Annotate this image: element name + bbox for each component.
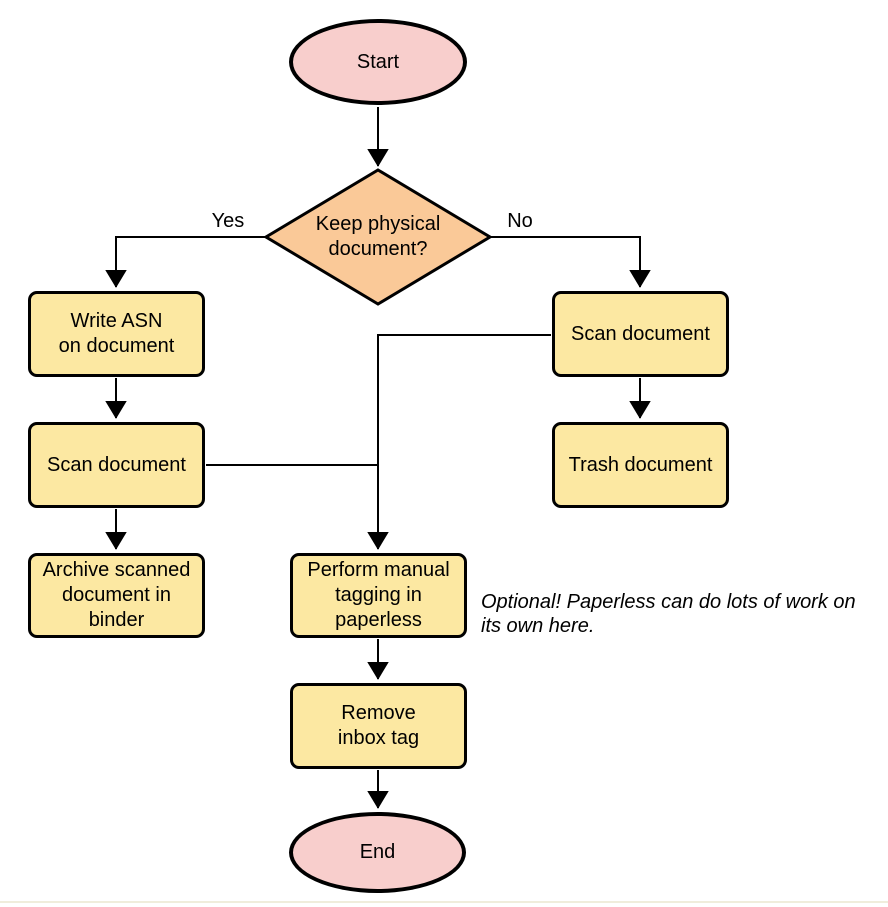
node-end: End [289,812,466,893]
edge-decision-no-to-scan-right [490,236,651,288]
node-decision-label: Keep physical document? [315,213,441,260]
node-scan-document-left: Scan document [28,422,205,508]
node-manual-tagging: Perform manual tagging in paperless [290,553,467,638]
node-write-asn-label: Write ASN on document [58,310,175,357]
node-start: Start [289,19,467,105]
node-remove-inbox-tag: Remove inbox tag [290,683,467,769]
node-scan-document-right: Scan document [552,291,729,377]
node-write-asn: Write ASN on document [28,291,205,377]
decision-shape [263,168,493,306]
edge-scan-right-to-tagging [367,334,551,550]
node-start-label: Start [356,50,400,73]
node-trash-document-label: Trash document [568,453,713,476]
node-archive-binder: Archive scanned document in binder [28,553,205,638]
bottom-edge-line [0,901,888,903]
edge-decision-yes-to-write-asn [105,236,266,288]
node-manual-tagging-label: Perform manual tagging in paperless [307,559,450,631]
edge-label-yes: Yes [211,210,245,232]
node-archive-binder-label: Archive scanned document in binder [42,559,191,631]
node-scan-document-right-label: Scan document [571,322,710,345]
node-trash-document: Trash document [552,422,729,508]
node-end-label: End [359,841,396,863]
node-scan-document-left-label: Scan document [47,453,186,476]
edge-label-no: No [507,210,533,232]
node-remove-inbox-tag-label: Remove inbox tag [337,702,420,749]
optional-note: Optional! Paperless can do lots of work … [481,591,856,637]
